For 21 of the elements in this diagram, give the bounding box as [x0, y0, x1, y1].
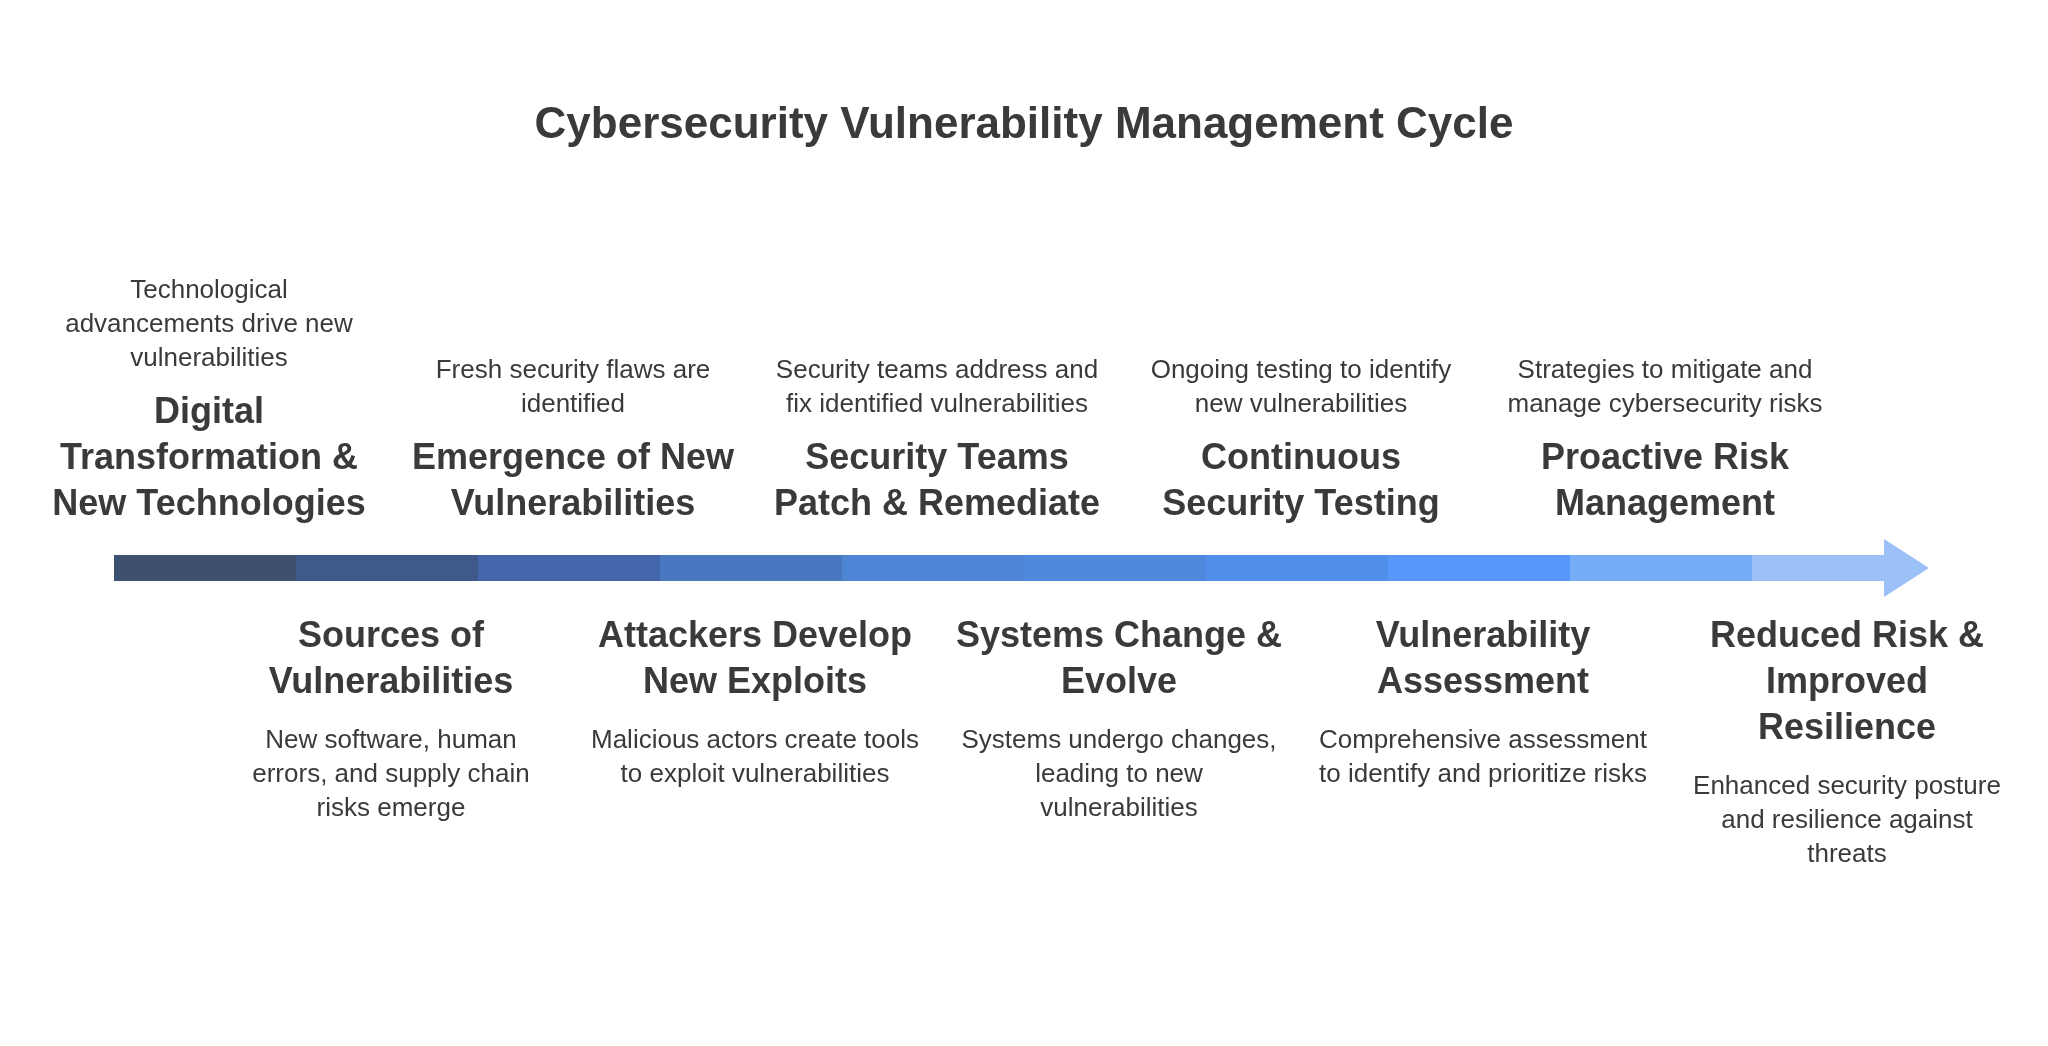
- step-description: Strategies to mitigate and manage cybersecurity risks: [1506, 353, 1824, 420]
- step-description: Fresh security flaws are identified: [434, 353, 712, 420]
- step-heading: Vulnerability Assessment: [1374, 613, 1592, 703]
- diagram-title: Cybersecurity Vulnerability Management Cycle: [533, 98, 1515, 148]
- step-heading: Digital Transformation & New Technologies: [51, 389, 367, 525]
- step-description: Systems undergo changes, leading to new vulnerabilities: [960, 723, 1278, 824]
- step-description: Comprehensive assessment to identify and prioritize risks: [1318, 723, 1648, 790]
- step-heading: Proactive Risk Management: [1539, 435, 1791, 525]
- step-heading: Sources of Vulnerabilities: [267, 613, 515, 703]
- step-description: Security teams address and fix identified vulnerabilities: [774, 353, 1100, 420]
- step-description: Malicious actors create tools to exploit vulnerabilities: [590, 723, 920, 790]
- step-description: Enhanced security posture and resilience against threats: [1692, 769, 2002, 870]
- step-heading: Attackers Develop New Exploits: [596, 613, 914, 703]
- step-heading: Security Teams Patch & Remediate: [772, 435, 1102, 525]
- step-description: Technological advancements drive new vulnerabilities: [64, 273, 354, 374]
- step-description: Ongoing testing to identify new vulnerabilities: [1149, 353, 1453, 420]
- step-heading: Reduced Risk & Improved Resilience: [1708, 613, 1986, 749]
- step-heading: Continuous Security Testing: [1161, 435, 1441, 525]
- step-description: New software, human errors, and supply chain risks emerge: [251, 723, 531, 824]
- step-heading: Emergence of New Vulnerabilities: [410, 435, 736, 525]
- step-heading: Systems Change & Evolve: [954, 613, 1284, 703]
